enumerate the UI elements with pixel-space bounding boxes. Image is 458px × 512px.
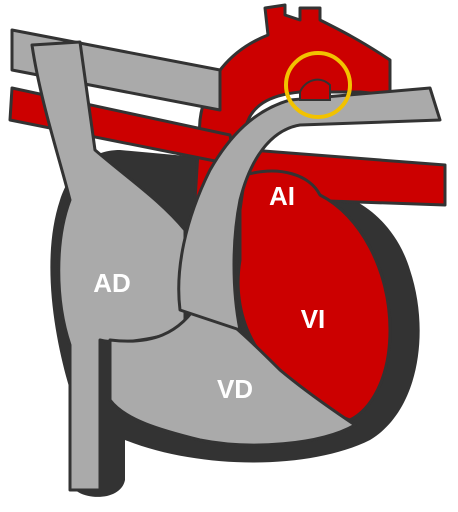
left-heart-chambers	[236, 169, 392, 422]
right-atrium-vena-cava	[30, 40, 187, 492]
highlight-ring	[284, 51, 352, 119]
label-left-ventricle: VI	[301, 304, 326, 334]
label-right-atrium: AD	[93, 268, 131, 298]
ductus-arteriosus	[299, 78, 331, 101]
label-right-ventricle: VD	[217, 374, 253, 404]
label-left-atrium: AI	[269, 181, 295, 211]
pulmonary-artery	[177, 86, 442, 332]
